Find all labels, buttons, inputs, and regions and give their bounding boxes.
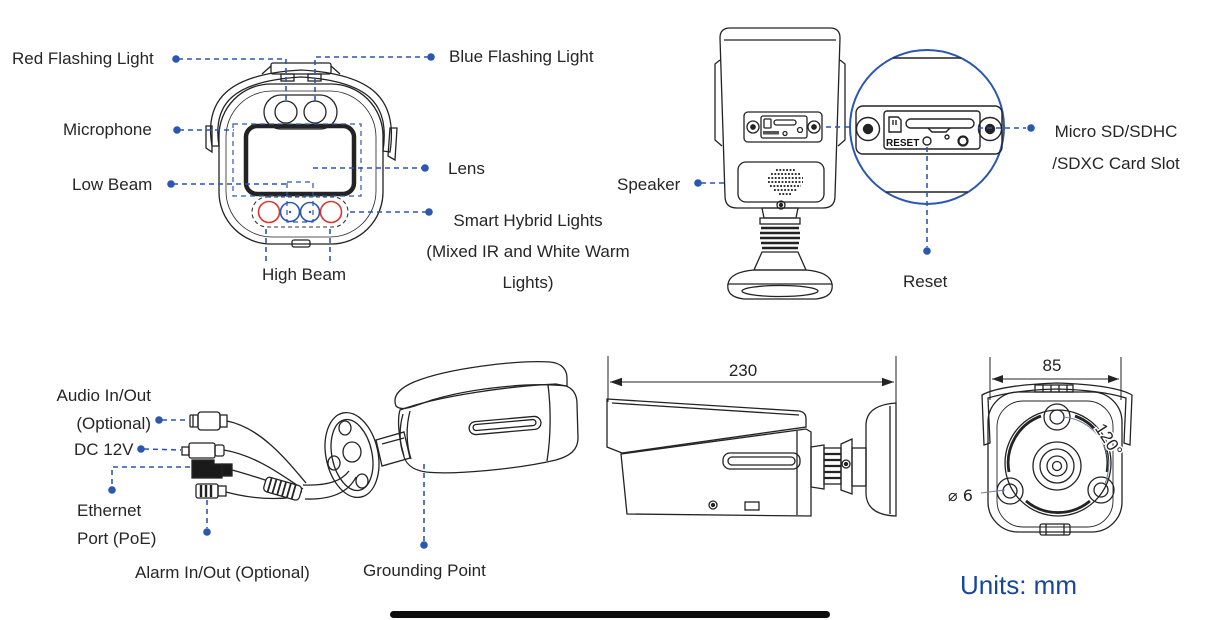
rear-view-leaders <box>701 126 1026 247</box>
sd-card-icon <box>888 116 902 133</box>
label-blue-flashing-light: Blue Flashing Light <box>449 47 594 66</box>
alarm-connector <box>195 483 227 499</box>
camera-body-3d <box>397 383 579 474</box>
reset-button-icon <box>922 136 932 146</box>
speaker-grille-icon <box>768 169 803 195</box>
sunshade-3d <box>394 361 568 410</box>
label-red-flashing-light: Red Flashing Light <box>12 49 154 68</box>
label-low-beam: Low Beam <box>72 175 153 194</box>
label-smart-hybrid-lights-line3: Lights) <box>502 273 554 292</box>
front-view-drawing <box>205 62 398 248</box>
cable-sleeve <box>263 476 303 501</box>
dim-width-85: 85 <box>1043 356 1062 375</box>
label-audio-line2: (Optional) <box>76 414 151 433</box>
label-speaker: Speaker <box>617 175 681 194</box>
label-alarm: Alarm In/Out (Optional) <box>135 563 310 582</box>
speaker-panel <box>737 161 825 203</box>
label-smart-hybrid-lights: Smart Hybrid Lights (Mixed IR and White … <box>408 205 648 298</box>
label-dc-power: DC 12V <box>74 440 134 459</box>
dim-length-230: 230 <box>729 361 757 380</box>
dc-connector <box>181 442 225 459</box>
rear-view-drawing <box>714 27 846 300</box>
mount-plate <box>324 411 380 499</box>
cable-drawing <box>181 361 579 501</box>
rear-dim-drawing <box>980 357 1133 536</box>
ethernet-connector <box>191 459 233 479</box>
red-flashing-light-icon <box>274 100 298 124</box>
label-ethernet: Ethernet Port (PoE) <box>77 497 156 553</box>
label-ethernet-line2: Port (PoE) <box>77 529 157 548</box>
label-audio: Audio In/Out (Optional) <box>20 382 151 438</box>
label-ethernet-line1: Ethernet <box>77 501 142 520</box>
units-note: Units: mm <box>960 570 1077 600</box>
card-slot-opening <box>905 118 975 129</box>
blue-flashing-light-icon <box>303 100 327 124</box>
card-slot-detail <box>855 57 1003 193</box>
label-grounding-point: Grounding Point <box>363 561 486 580</box>
label-microphone: Microphone <box>63 120 152 139</box>
smart-hybrid-lights-icons <box>257 200 343 224</box>
dim-hole-diameter: ⌀ 6 <box>948 486 973 505</box>
bottom-drag-handle[interactable] <box>390 611 830 618</box>
label-card-slot-line2: /SDXC Card Slot <box>1052 154 1180 173</box>
reset-panel-text: RESET <box>886 138 919 149</box>
side-view-drawing <box>606 356 897 517</box>
label-lens: Lens <box>448 159 485 178</box>
lens-window <box>243 123 357 197</box>
label-smart-hybrid-lights-line2: (Mixed IR and White Warm <box>426 242 630 261</box>
dim-angle-120: 120° <box>1091 420 1126 460</box>
rear-view-leader-dots <box>694 124 1035 255</box>
label-high-beam: High Beam <box>262 265 347 284</box>
front-view-leader-dots <box>167 53 435 216</box>
label-reset: Reset <box>903 272 948 291</box>
card-slot-magnifier <box>849 49 1005 205</box>
label-audio-line1: Audio In/Out <box>56 386 151 405</box>
audio-connector <box>189 411 228 431</box>
label-card-slot-line1: Micro SD/SDHC <box>1054 122 1178 141</box>
label-smart-hybrid-lights-line1: Smart Hybrid Lights <box>453 211 603 230</box>
cable-leader-dots <box>108 416 428 549</box>
front-view-leaders <box>173 56 429 262</box>
label-card-slot: Micro SD/SDHC /SDXC Card Slot <box>1040 116 1192 180</box>
cable-leaders <box>111 419 425 541</box>
